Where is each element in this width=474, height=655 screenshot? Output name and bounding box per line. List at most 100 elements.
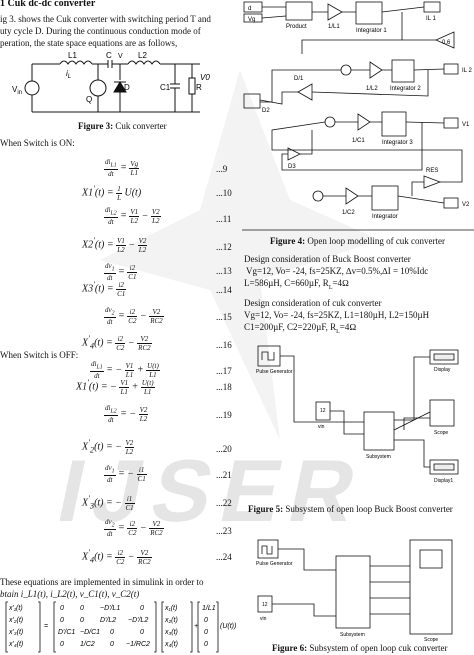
eq-number-21: ...21 bbox=[216, 470, 232, 480]
fig5-pulse-label: Pulse Generator bbox=[256, 369, 293, 375]
fig5-display1-label: Display1 bbox=[434, 478, 453, 484]
svg-text:x'₁(t): x'₁(t) bbox=[8, 605, 23, 612]
svg-text:−D'/L1: −D'/L1 bbox=[100, 605, 120, 612]
fig4-integrator3: Integrator 3 bbox=[382, 140, 413, 146]
eq-number-14: ...14 bbox=[216, 285, 232, 295]
eq-number-13: ...13 bbox=[216, 266, 232, 276]
cuk-circuit-diagram: L1 iL C V L2 C1 R Vin V0 Q D bbox=[12, 51, 210, 113]
closing-line-1: These equations are implemented in simul… bbox=[0, 577, 204, 587]
section-title: 1 Cuk dc-dc converter bbox=[0, 0, 96, 9]
intro-line-1: ig 3. shows the Cuk converter with switc… bbox=[0, 14, 211, 24]
svg-text:0: 0 bbox=[140, 629, 144, 636]
fig6-vin-value: 12 bbox=[262, 602, 268, 608]
circuit-label-c: C bbox=[106, 51, 112, 60]
fig4-integrator: Integrator bbox=[372, 214, 398, 220]
fig4-d: d bbox=[248, 6, 251, 12]
eq-number-20: ...20 bbox=[216, 444, 232, 454]
fig4-integrator1: Integrator 1 bbox=[356, 28, 387, 34]
cuk-design-line-2: C1=200µF, C2=220µF, RL=4Ω bbox=[244, 322, 357, 335]
svg-text:0: 0 bbox=[80, 605, 84, 612]
fig3-caption: Figure 3: Cuk converter bbox=[78, 121, 167, 131]
buck-boost-line-2: L=586µH, C=660µF, RL=4Ω bbox=[244, 278, 349, 291]
fig4-res: RES bbox=[426, 168, 438, 174]
circuit-label-r: R bbox=[196, 83, 202, 92]
svg-text:−D/C1: −D/C1 bbox=[80, 629, 100, 636]
circuit-label-c1: C1 bbox=[160, 83, 171, 92]
svg-text:x₂(t): x₂(t) bbox=[164, 617, 178, 624]
fig4-il2: IL 2 bbox=[462, 68, 472, 74]
closing-line-2: btain i_L1(t), i_L2(t), v_C1(t), v_C2(t) bbox=[0, 589, 140, 599]
svg-text:0: 0 bbox=[60, 641, 64, 648]
fig6-pulse-label: Pulse Generator bbox=[256, 561, 293, 567]
eq-number-17: ...17 bbox=[216, 366, 232, 376]
fig5-vin-label: vin bbox=[318, 424, 325, 430]
svg-text:0: 0 bbox=[140, 605, 144, 612]
buck-boost-title: Design consideration of Buck Boost conve… bbox=[244, 254, 411, 264]
svg-text:1/C2: 1/C2 bbox=[80, 641, 95, 648]
svg-text:x'₄(t): x'₄(t) bbox=[8, 641, 23, 648]
fig6-scope-label: Scope bbox=[424, 637, 438, 643]
eq-number-23: ...23 bbox=[216, 526, 232, 536]
svg-text:+: + bbox=[194, 623, 198, 630]
svg-text:=: = bbox=[44, 623, 48, 630]
cuk-design-title: Design consideration of cuk converter bbox=[244, 298, 382, 308]
svg-text:x'₃(t): x'₃(t) bbox=[8, 629, 23, 636]
svg-text:−1/RC2: −1/RC2 bbox=[126, 641, 150, 648]
svg-text:(U(t)): (U(t)) bbox=[220, 623, 236, 630]
fig4-vg: Vg bbox=[248, 17, 255, 23]
fig6-caption: Figure 6: Subsystem of open loop cuk con… bbox=[272, 643, 448, 653]
circuit-label-d: D bbox=[124, 83, 130, 92]
fig4-v2: V2 bbox=[462, 202, 470, 208]
eq-number-12: ...12 bbox=[216, 242, 232, 252]
eq-number-9: ...9 bbox=[216, 164, 228, 174]
circuit-label-l2: L2 bbox=[138, 51, 147, 60]
eq-number-19: ...19 bbox=[216, 410, 232, 420]
buck-boost-line-1: Vg=12, Vo= -24, fs=25KZ, ∆v=0.5%,∆I = 10… bbox=[246, 266, 429, 276]
fig4-one-over-l1: 1/L1 bbox=[328, 24, 340, 30]
fig6-subsystem-label: Subsystem bbox=[340, 632, 365, 638]
when-switch-on: When Switch is ON: bbox=[0, 138, 75, 148]
circuit-label-q: Q bbox=[86, 95, 92, 104]
fig4-product: Product bbox=[286, 24, 307, 30]
when-switch-off: When Switch is OFF: bbox=[0, 350, 79, 360]
svg-text:x₁(t): x₁(t) bbox=[164, 605, 177, 612]
fig6-simulink-subsystem: Pulse Generator 12 vin Subsystem Scope bbox=[256, 539, 453, 643]
eq-number-11: ...11 bbox=[216, 214, 232, 224]
svg-text:x₄(t): x₄(t) bbox=[164, 641, 178, 648]
cuk-design-line-1: Vg=12, Vo= -24, fs=25KZ, L1=180µH, L2=15… bbox=[244, 310, 430, 320]
eq-number-18: ...18 bbox=[216, 382, 232, 392]
circuit-label-v0: V0 bbox=[200, 73, 210, 82]
svg-text:x'₂(t): x'₂(t) bbox=[8, 617, 23, 624]
fig4-inv-l2: 1/L2 bbox=[366, 86, 378, 92]
circuit-label-l1: L1 bbox=[68, 51, 77, 60]
svg-text:0: 0 bbox=[204, 629, 208, 636]
svg-text:D'/L2: D'/L2 bbox=[100, 617, 116, 624]
fig5-subsystem-label: Subsystem bbox=[366, 454, 391, 460]
svg-text:0: 0 bbox=[60, 605, 64, 612]
circuit-label-vc: V bbox=[118, 53, 123, 60]
fig4-caption: Figure 4: Open loop modelling of cuk con… bbox=[270, 236, 446, 246]
eq-number-22: ...22 bbox=[216, 498, 232, 508]
watermark-logo bbox=[100, 70, 380, 440]
fig4-il1: IL 1 bbox=[426, 16, 436, 22]
fig5-simulink-subsystem: Pulse Generator 12 vin Subsystem Display… bbox=[256, 345, 459, 484]
svg-text:−D'/L2: −D'/L2 bbox=[128, 617, 148, 624]
circuit-label-vin: Vin bbox=[12, 85, 22, 96]
fig5-caption: Figure 5: Subsystem of open loop Buck Bo… bbox=[248, 504, 453, 514]
fig4-d1: D/1 bbox=[294, 76, 304, 82]
svg-text:0: 0 bbox=[110, 641, 114, 648]
svg-text:x₃(t): x₃(t) bbox=[164, 629, 178, 636]
fig4-integrator2: Integrator 2 bbox=[390, 86, 421, 92]
fig5-display-label: Display bbox=[434, 367, 451, 373]
fig4-simulink-model: d Vg Product 1/L1 Integrator 1 IL 1 0.6 … bbox=[242, 1, 474, 231]
